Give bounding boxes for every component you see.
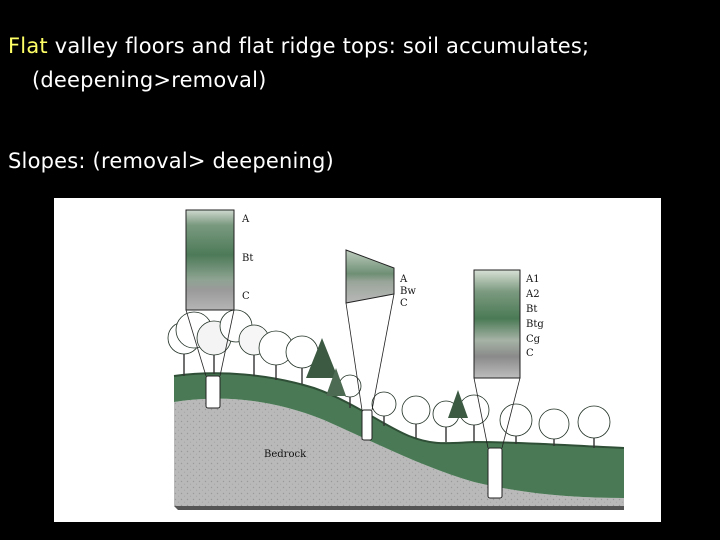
valley-horizon-label: Bt: [526, 304, 537, 315]
pit-slope: [361, 409, 373, 441]
pit-valley: [487, 447, 503, 499]
slope-horizon-label: A: [399, 274, 408, 285]
valley-horizon-label: C: [526, 348, 534, 359]
valley-horizon-label: A1: [525, 274, 540, 285]
heading-line-slopes: Slopes: (removal> deepening): [8, 149, 334, 173]
tree-trunks: [183, 354, 595, 448]
soil-edge: [173, 372, 625, 449]
bedrock-label: Bedrock: [264, 449, 307, 460]
heading-line-flat-rest: valley floors and flat ridge tops: soil …: [47, 34, 590, 58]
soil-mantle: [174, 373, 624, 498]
valley-horizon-label: Btg: [526, 319, 544, 330]
ridge-horizon-label: C: [242, 291, 250, 302]
bedrock-layer: [174, 398, 624, 506]
profile-ridge-column: [185, 209, 235, 311]
conifer: [448, 390, 468, 418]
slope-horizon-label: Bw: [400, 286, 416, 297]
heading-line-flat: Flat valley floors and flat ridge tops: …: [8, 34, 589, 58]
ridge-horizon-label: Bt: [242, 253, 253, 264]
catena-illustration: A Bt C A Bw C A1 A2 Bt Btg Cg C Bedrock: [167, 209, 625, 510]
flat-highlight: Flat: [8, 34, 48, 58]
pit-ridge: [205, 375, 221, 409]
valley-horizon-label: A2: [525, 289, 540, 300]
heading-line-deepening: (deepening>removal): [32, 68, 267, 92]
ridge-horizon-label: A: [241, 214, 250, 225]
conifer: [326, 368, 346, 396]
profile-valley-column: [473, 269, 521, 379]
valley-horizon-label: Cg: [526, 334, 541, 345]
soil-catena-diagram: A Bt C A Bw C A1 A2 Bt Btg Cg C Bedrock: [54, 198, 661, 522]
bedrock-shadow: [174, 506, 624, 510]
conifer: [306, 338, 338, 378]
profile-slope-column: [345, 249, 395, 304]
slope-horizon-label: C: [400, 298, 408, 309]
